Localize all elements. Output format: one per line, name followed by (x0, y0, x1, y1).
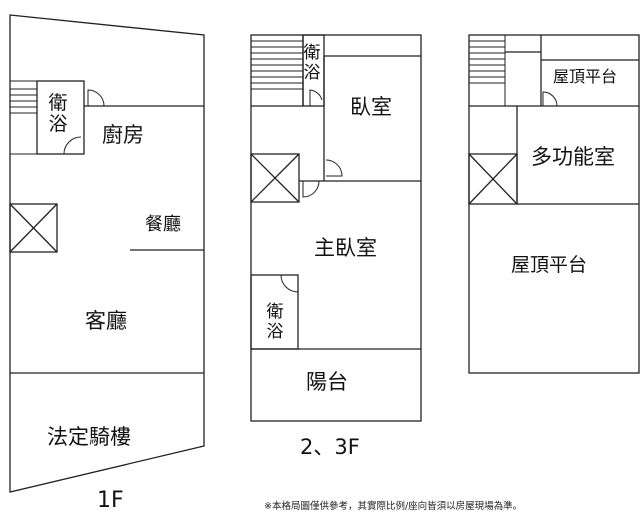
floor-23f-outline (250, 34, 422, 422)
room-bathroom-23f-bottom: 衛 浴 (264, 302, 286, 342)
floor-caption-23f: 2、3F (300, 435, 360, 459)
floor-23f-plan (250, 34, 422, 422)
room-label: 衛 (303, 43, 321, 63)
room-roof-terrace-large: 屋頂平台 (511, 254, 588, 276)
room-label: 衛 (48, 92, 68, 114)
door-1f-b (63, 136, 82, 155)
void-23f (250, 153, 300, 203)
stairs-23f (251, 40, 303, 90)
stairs-1f (10, 80, 37, 155)
room-bathroom-23f-top: 衛 浴 (301, 43, 323, 83)
door-roof (542, 91, 558, 107)
door-23f-hall (302, 180, 320, 198)
floor-caption-1f: 1F (97, 488, 124, 513)
floor-1f-outline (9, 14, 205, 493)
floor-roof-plan (468, 34, 640, 374)
room-bedroom: 臥室 (350, 95, 392, 119)
room-label: 浴 (266, 322, 284, 342)
void-roof (468, 153, 518, 205)
room-bathroom-1f: 衛 浴 (47, 93, 69, 135)
room-living: 客廳 (85, 309, 127, 333)
room-kitchen: 廚房 (102, 123, 144, 147)
room-dining: 餐廳 (145, 214, 181, 235)
room-balcony: 陽台 (306, 370, 348, 394)
room-label: 浴 (48, 113, 68, 135)
bathroom-1f (36, 80, 85, 155)
room-label: 浴 (303, 63, 321, 83)
room-label: 衛 (266, 302, 284, 322)
stairs-roof (469, 35, 506, 106)
void-1f (9, 203, 58, 253)
door-1f-a (87, 89, 105, 107)
disclaimer-footnote: ※本格局圖僅供參考，其實際比例/座向皆須以房屋現場為準。 (264, 501, 523, 512)
room-multipurpose: 多功能室 (531, 145, 615, 169)
room-roof-terrace-small: 屋頂平台 (553, 67, 618, 86)
room-arcade: 法定騎樓 (47, 425, 131, 449)
door-23f-bedroom (325, 159, 343, 177)
room-master-bedroom: 主臥室 (314, 236, 377, 260)
floor-1f-plan (9, 14, 205, 493)
